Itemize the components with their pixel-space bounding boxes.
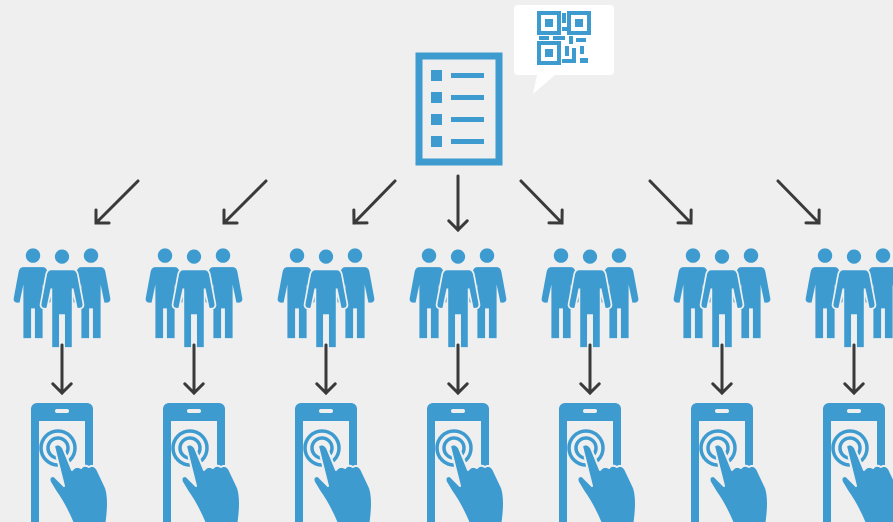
group-of-people-icon <box>13 247 111 349</box>
distribution-arrow <box>519 179 564 225</box>
pointing-hand-icon <box>48 443 109 522</box>
group-column <box>673 247 771 522</box>
smartphone-touch-icon <box>163 403 241 522</box>
distribution-arrow <box>222 179 268 225</box>
group-to-phone-arrow <box>447 343 469 396</box>
group-to-phone-arrow <box>51 343 73 396</box>
smartphone-touch-icon <box>559 403 637 522</box>
distribution-arrow <box>648 179 693 225</box>
pointing-hand-icon <box>708 443 769 522</box>
smartphone-touch-icon <box>823 403 893 522</box>
group-column <box>277 247 375 522</box>
smartphone-touch-icon <box>691 403 769 522</box>
group-to-phone-arrow <box>711 343 733 396</box>
pointing-hand-icon <box>576 443 637 522</box>
group-column <box>541 247 639 522</box>
group-of-people-icon <box>145 247 243 349</box>
checklist-line <box>451 95 484 100</box>
group-to-phone-arrow <box>315 343 337 396</box>
pointing-hand-icon <box>312 443 373 522</box>
checklist-line <box>451 139 484 144</box>
group-of-people-icon <box>805 247 893 349</box>
group-column <box>409 247 507 522</box>
checklist-bullet <box>431 136 442 147</box>
group-of-people-icon <box>673 247 771 349</box>
checklist-bullet <box>431 92 442 103</box>
group-of-people-icon <box>541 247 639 349</box>
distribution-arrow <box>776 179 821 225</box>
pointing-hand-icon <box>180 443 241 522</box>
group-column <box>805 247 893 522</box>
qr-code-icon <box>537 11 591 65</box>
group-column <box>145 247 243 522</box>
checklist-bullet <box>431 70 442 81</box>
pointing-hand-icon <box>444 443 505 522</box>
group-to-phone-arrow <box>843 343 865 396</box>
group-column <box>13 247 111 522</box>
distribution-arrow <box>352 179 397 225</box>
checklist-line <box>451 117 484 122</box>
checklist-bullet <box>431 114 442 125</box>
pointing-hand-icon <box>840 443 893 522</box>
group-to-phone-arrow <box>183 343 205 396</box>
group-of-people-icon <box>409 247 507 349</box>
group-of-people-icon <box>277 247 375 349</box>
smartphone-touch-icon <box>427 403 505 522</box>
qr-callout-bubble <box>514 5 614 94</box>
checklist-line <box>451 73 484 78</box>
smartphone-touch-icon <box>31 403 109 522</box>
smartphone-touch-icon <box>295 403 373 522</box>
distribution-arrow <box>94 179 140 225</box>
distribution-arrow <box>447 174 469 233</box>
group-to-phone-arrow <box>579 343 601 396</box>
checklist-document-icon <box>415 52 503 166</box>
